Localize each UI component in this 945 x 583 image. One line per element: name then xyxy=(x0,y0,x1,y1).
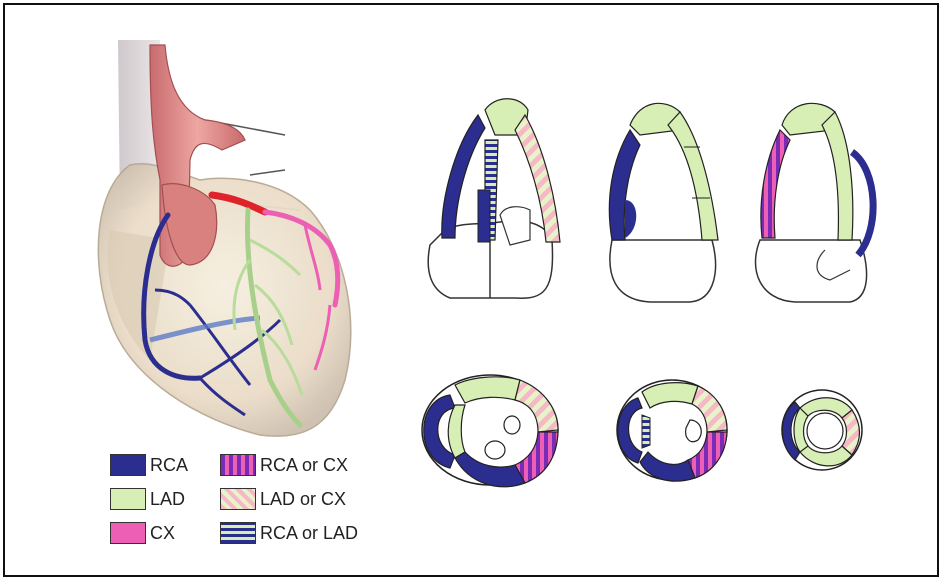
basal-short-axis xyxy=(422,375,558,487)
atrium-outline-3 xyxy=(755,240,866,302)
papillary-rca xyxy=(625,200,636,238)
legend-label-cx: CX xyxy=(150,523,175,544)
legend-item-cx: CX xyxy=(110,521,175,545)
legend-label-rca: RCA xyxy=(150,455,188,476)
legend-item-rca: RCA xyxy=(110,453,188,477)
legend: RCA LAD CX RCA or CX LAD or CX RCA or LA… xyxy=(110,453,410,553)
legend-label-lad: LAD xyxy=(150,489,185,510)
legend-label-rca-or-lad: RCA or LAD xyxy=(260,523,358,544)
mid-short-axis xyxy=(617,380,727,481)
apical-cavity xyxy=(807,413,843,449)
papillary-muscle-1 xyxy=(485,441,505,459)
septum-lad-3 xyxy=(822,112,853,240)
legend-item-rca-or-cx: RCA or CX xyxy=(220,453,348,477)
atrium-outline-2 xyxy=(610,240,716,302)
cx-swatch xyxy=(110,522,146,544)
anterior-wall-lad xyxy=(668,112,718,240)
heart-illustration xyxy=(98,40,350,436)
legend-item-lad: LAD xyxy=(110,487,185,511)
rca-swatch xyxy=(110,454,146,476)
three-chamber-view xyxy=(755,103,873,302)
lad-or-cx-swatch xyxy=(220,488,256,510)
lad-swatch xyxy=(110,488,146,510)
mid-septal-rca-lad xyxy=(642,415,650,448)
legend-item-rca-or-lad: RCA or LAD xyxy=(220,521,358,545)
rca-or-cx-swatch xyxy=(220,454,256,476)
two-chamber-view xyxy=(609,103,718,302)
posterior-wall-rca-cx xyxy=(761,130,790,238)
rca-or-lad-swatch xyxy=(220,522,256,544)
legend-label-lad-or-cx: LAD or CX xyxy=(260,489,346,510)
papillary-muscle-2 xyxy=(504,416,520,434)
four-chamber-view xyxy=(428,99,560,298)
legend-label-rca-or-cx: RCA or CX xyxy=(260,455,348,476)
inferior-wall-rca xyxy=(609,130,640,240)
legend-item-lad-or-cx: LAD or CX xyxy=(220,487,346,511)
apical-short-axis xyxy=(782,390,862,470)
septum-rca xyxy=(478,190,490,242)
